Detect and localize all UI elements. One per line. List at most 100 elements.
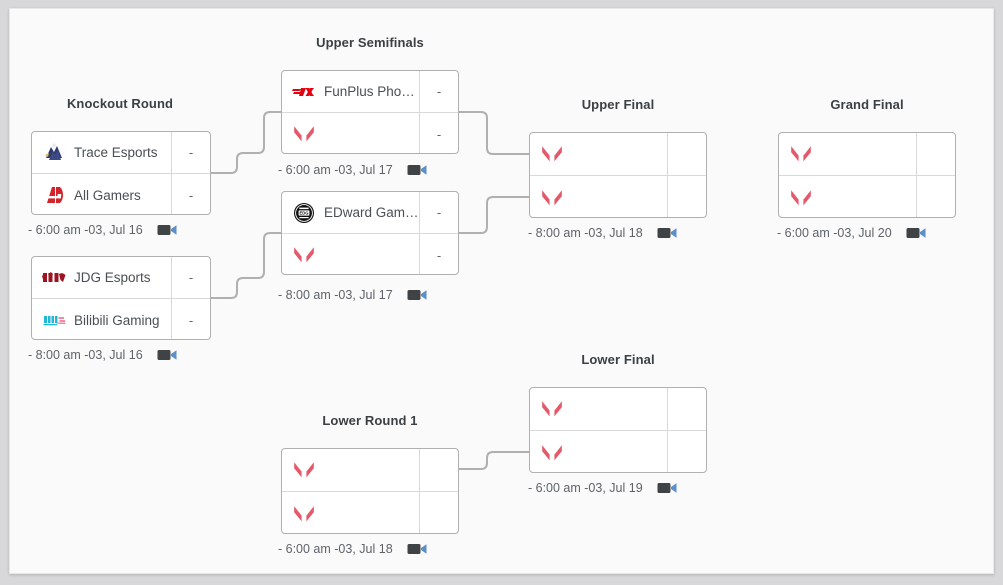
team-cell[interactable] bbox=[282, 449, 420, 491]
match-row[interactable] bbox=[282, 449, 458, 492]
match-row[interactable]: - bbox=[282, 234, 458, 274]
round-title-lower-round-1: Lower Round 1 bbox=[322, 413, 418, 428]
match-time: - 8:00 am -03, Jul 18 bbox=[528, 226, 643, 240]
match-box-gf-1[interactable] bbox=[778, 132, 956, 218]
match-row[interactable]: - bbox=[282, 113, 458, 153]
valorant-logo bbox=[539, 141, 565, 167]
team-name: All Gamers bbox=[74, 187, 141, 203]
team-cell[interactable] bbox=[282, 492, 420, 533]
match-row[interactable]: All Gamers - bbox=[32, 174, 210, 214]
team-score bbox=[668, 133, 706, 175]
match-row[interactable]: FunPlus Phoe… - bbox=[282, 71, 458, 113]
team-cell[interactable]: Trace Esports bbox=[32, 132, 172, 173]
team-score: - bbox=[436, 247, 442, 263]
match-row[interactable] bbox=[530, 388, 706, 431]
team-cell[interactable] bbox=[530, 431, 668, 472]
team-cell[interactable] bbox=[282, 234, 420, 274]
valorant-logo bbox=[291, 242, 317, 268]
team-score: - bbox=[436, 84, 442, 99]
team-score bbox=[420, 449, 458, 491]
valorant-logo bbox=[291, 501, 317, 527]
team-score bbox=[917, 176, 955, 217]
team-score: - bbox=[188, 145, 194, 160]
match-time: - 6:00 am -03, Jul 19 bbox=[528, 481, 643, 495]
match-time: - 6:00 am -03, Jul 17 bbox=[278, 163, 393, 177]
team-cell[interactable] bbox=[530, 388, 668, 430]
team-cell[interactable] bbox=[779, 176, 917, 217]
camera-icon[interactable] bbox=[407, 163, 427, 177]
team-cell[interactable] bbox=[779, 133, 917, 175]
team-cell[interactable] bbox=[530, 133, 668, 175]
match-row[interactable]: Trace Esports - bbox=[32, 132, 210, 174]
match-box-usf-2[interactable]: EDG EDward Gami… - bbox=[281, 191, 459, 275]
funplus-phoenix-logo bbox=[291, 79, 317, 105]
match-box-ko-2[interactable]: JDG Esports - bbox=[31, 256, 211, 340]
match-box-ko-1[interactable]: Trace Esports - All Gamers bbox=[31, 131, 211, 215]
match-time: - 6:00 am -03, Jul 18 bbox=[278, 542, 393, 556]
team-cell[interactable] bbox=[282, 113, 420, 153]
match-row[interactable]: EDG EDward Gami… - bbox=[282, 192, 458, 234]
team-score bbox=[917, 133, 955, 175]
team-score bbox=[668, 431, 706, 472]
match-row[interactable] bbox=[530, 133, 706, 176]
round-title-grand-final: Grand Final bbox=[830, 97, 904, 112]
team-cell[interactable]: Bilibili Gaming bbox=[32, 299, 172, 339]
match-meta-lr1-1: - 6:00 am -03, Jul 18 bbox=[278, 542, 478, 556]
team-score bbox=[420, 492, 458, 533]
match-box-lr1-1[interactable] bbox=[281, 448, 459, 534]
match-meta-ko-2: - 8:00 am -03, Jul 16 bbox=[28, 348, 228, 362]
valorant-logo bbox=[539, 396, 565, 422]
match-meta-lf-1: - 6:00 am -03, Jul 19 bbox=[528, 481, 728, 495]
team-name: EDward Gami… bbox=[324, 205, 419, 220]
match-row[interactable] bbox=[779, 176, 955, 217]
team-score bbox=[668, 176, 706, 217]
match-time: - 8:00 am -03, Jul 16 bbox=[28, 348, 143, 362]
camera-icon[interactable] bbox=[657, 226, 677, 240]
team-score bbox=[668, 388, 706, 430]
team-name: Bilibili Gaming bbox=[74, 312, 160, 328]
match-time: - 6:00 am -03, Jul 20 bbox=[777, 226, 892, 240]
valorant-logo bbox=[788, 185, 814, 211]
team-cell[interactable] bbox=[530, 176, 668, 217]
team-name: JDG Esports bbox=[74, 270, 151, 285]
camera-icon[interactable] bbox=[157, 348, 177, 362]
match-row[interactable] bbox=[530, 176, 706, 217]
team-score: - bbox=[436, 126, 442, 142]
camera-icon[interactable] bbox=[157, 223, 177, 237]
valorant-logo bbox=[539, 185, 565, 211]
trace-esports-logo bbox=[41, 140, 67, 166]
match-box-lf-1[interactable] bbox=[529, 387, 707, 473]
round-title-lower-final: Lower Final bbox=[581, 352, 655, 367]
match-row[interactable]: Bilibili Gaming - bbox=[32, 299, 210, 339]
team-cell[interactable]: All Gamers bbox=[32, 174, 172, 214]
camera-icon[interactable] bbox=[906, 226, 926, 240]
team-cell[interactable]: EDG EDward Gami… bbox=[282, 192, 420, 233]
team-score: - bbox=[188, 187, 194, 203]
team-score: - bbox=[188, 270, 194, 285]
camera-icon[interactable] bbox=[407, 542, 427, 556]
team-score: - bbox=[188, 312, 194, 328]
match-row[interactable] bbox=[530, 431, 706, 472]
match-row[interactable] bbox=[779, 133, 955, 176]
svg-text:EDG: EDG bbox=[299, 210, 308, 215]
valorant-logo bbox=[291, 121, 317, 147]
match-meta-usf-2: - 8:00 am -03, Jul 17 bbox=[278, 288, 478, 302]
team-cell[interactable]: FunPlus Phoe… bbox=[282, 71, 420, 112]
match-row[interactable]: JDG Esports - bbox=[32, 257, 210, 299]
match-row[interactable] bbox=[282, 492, 458, 533]
match-meta-usf-1: - 6:00 am -03, Jul 17 bbox=[278, 163, 478, 177]
match-meta-gf-1: - 6:00 am -03, Jul 20 bbox=[777, 226, 977, 240]
match-meta-uf-1: - 8:00 am -03, Jul 18 bbox=[528, 226, 728, 240]
team-name: FunPlus Phoe… bbox=[324, 84, 419, 99]
round-title-upper-final: Upper Final bbox=[581, 97, 655, 112]
jdg-esports-logo bbox=[41, 265, 67, 291]
camera-icon[interactable] bbox=[657, 481, 677, 495]
match-box-usf-1[interactable]: FunPlus Phoe… - - bbox=[281, 70, 459, 154]
match-time: - 8:00 am -03, Jul 17 bbox=[278, 288, 393, 302]
team-cell[interactable]: JDG Esports bbox=[32, 257, 172, 298]
valorant-logo bbox=[788, 141, 814, 167]
match-box-uf-1[interactable] bbox=[529, 132, 707, 218]
camera-icon[interactable] bbox=[407, 288, 427, 302]
